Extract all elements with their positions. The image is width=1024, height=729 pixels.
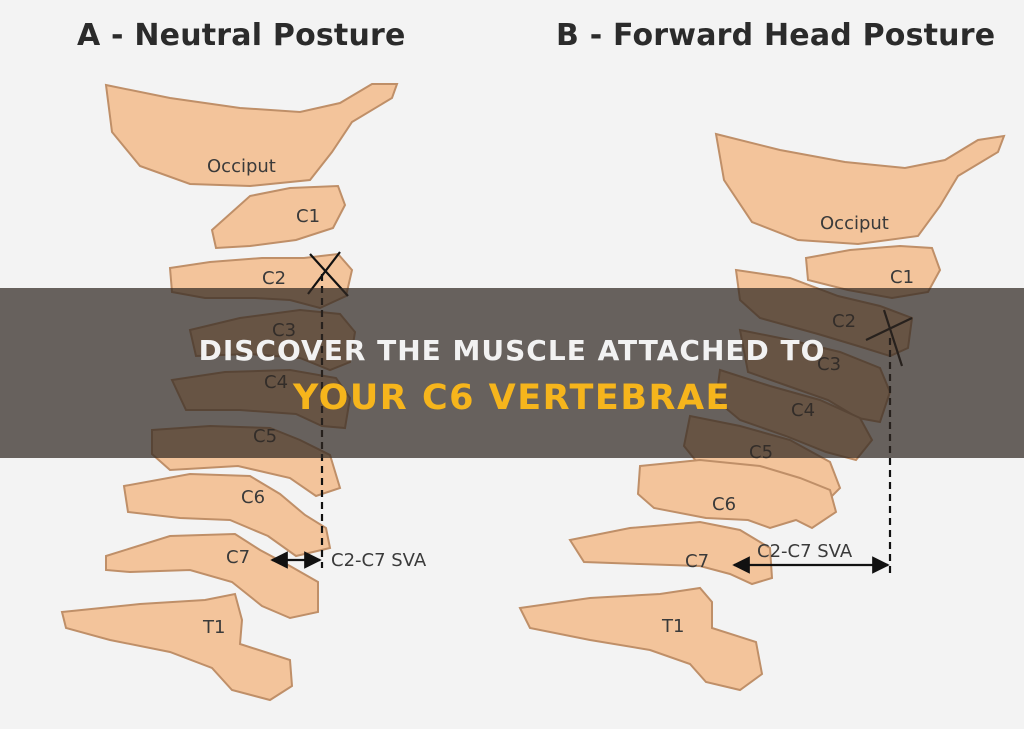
panel-a-label-occiput: Occiput [207, 156, 276, 177]
panel-a-label-sva: C2-C7 SVA [331, 550, 427, 571]
panel-a-title: A - Neutral Posture [77, 18, 406, 53]
panel-a-c1 [210, 184, 347, 250]
panel-b-t1 [518, 586, 764, 692]
panel-a-c7 [105, 532, 319, 620]
panel-a-label-c2: C2 [262, 268, 286, 289]
panel-a-label-c6: C6 [241, 487, 265, 508]
panel-b-c1 [804, 244, 942, 300]
panel-b-label-c7: C7 [685, 551, 709, 572]
panel-a-c6 [122, 472, 332, 558]
banner-highlight: YOUR C6 VERTEBRAE [293, 378, 731, 418]
panel-b-c6 [636, 458, 838, 530]
panel-a-label-c7: C7 [226, 547, 250, 568]
panel-b-occiput [714, 132, 1006, 246]
panel-a-label-t1: T1 [202, 617, 225, 638]
panel-a-label-c1: C1 [296, 206, 320, 227]
panel-b-title: B - Forward Head Posture [556, 18, 996, 53]
title-banner: DISCOVER THE MUSCLE ATTACHED TO YOUR C6 … [0, 288, 1024, 458]
panel-b-label-c1: C1 [890, 267, 914, 288]
panel-b-label-c6: C6 [712, 494, 736, 515]
panel-a-occiput [104, 83, 399, 188]
panel-a-c2-cross-line-2 [307, 251, 341, 295]
banner-headline: DISCOVER THE MUSCLE ATTACHED TO [198, 334, 826, 367]
panel-a-t1 [60, 592, 294, 702]
panel-b-label-occiput: Occiput [820, 213, 889, 234]
panel-b-label-sva: C2-C7 SVA [757, 541, 853, 562]
panel-b-c7 [568, 520, 774, 586]
panel-b-label-t1: T1 [661, 616, 684, 637]
